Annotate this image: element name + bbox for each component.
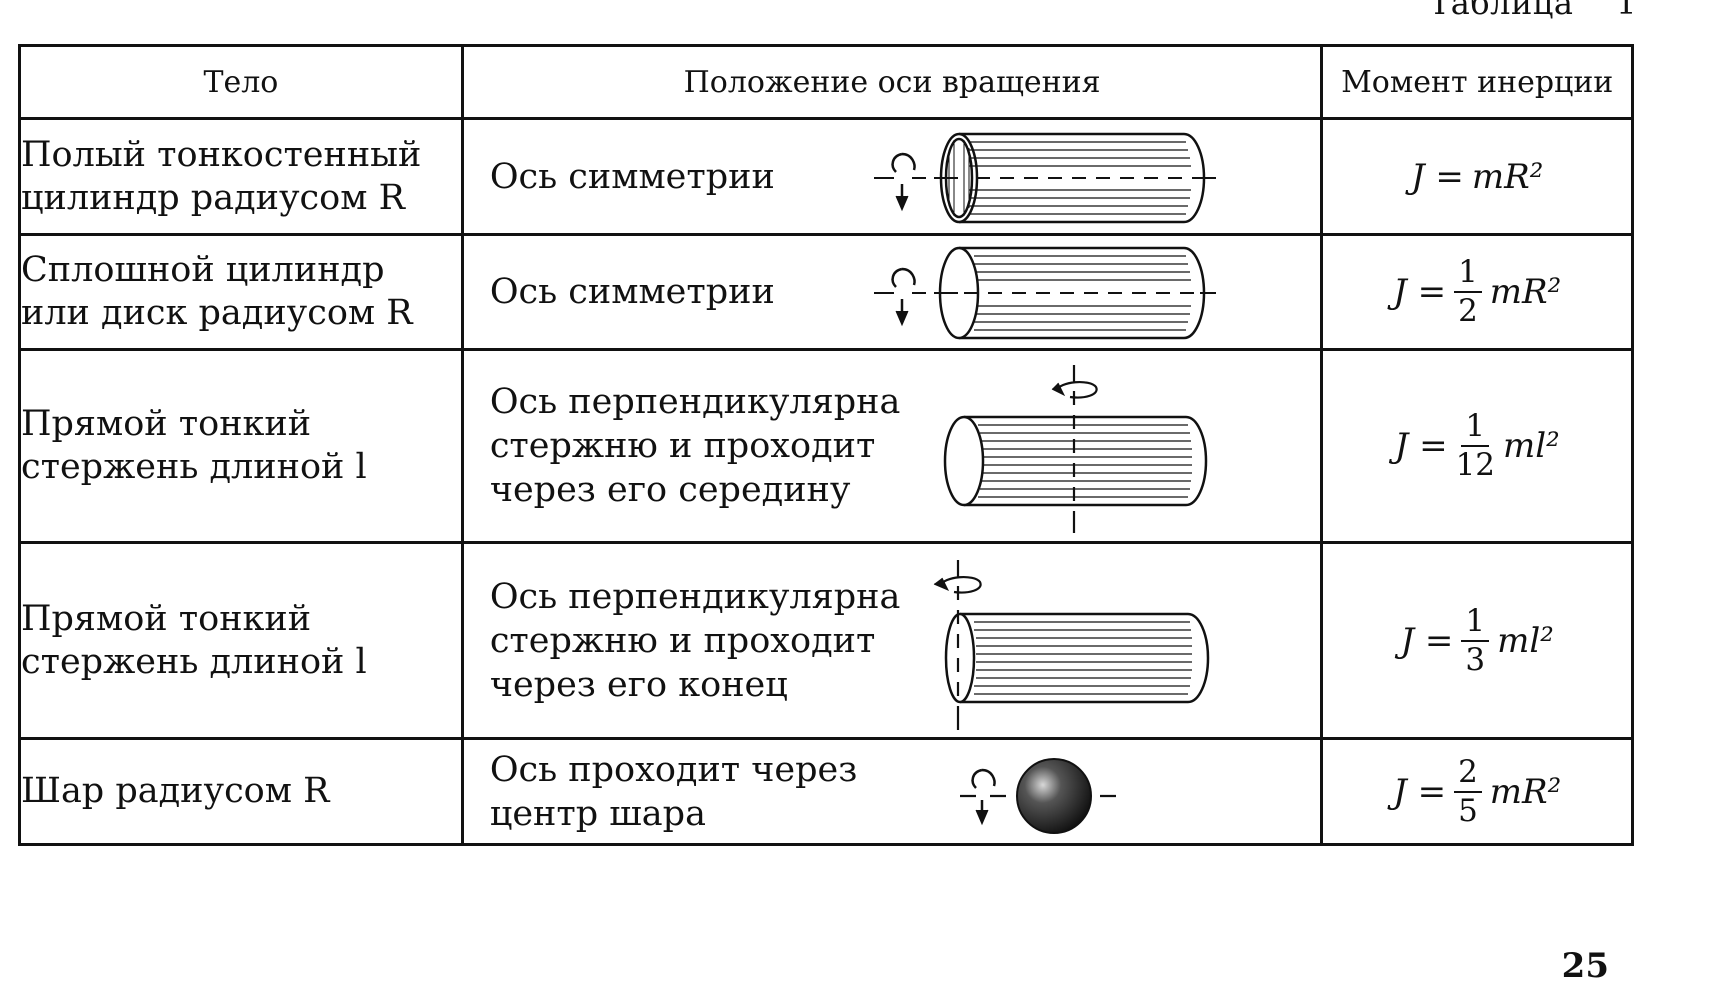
axis-line: центр шара	[489, 793, 706, 834]
formula-rhs: ml²	[1503, 426, 1560, 466]
fraction-denominator: 2	[1458, 293, 1478, 329]
fraction-numerator: 2	[1454, 756, 1482, 793]
formula-rhs: mR²	[1471, 156, 1544, 197]
axis-line: Ось перпендикулярна	[489, 382, 901, 422]
formula-fraction: 1 3	[1461, 605, 1490, 678]
page-number: 25	[1561, 946, 1609, 986]
body-line: Прямой тонкий	[21, 598, 312, 639]
formula-lhs: J =	[1394, 426, 1448, 466]
axis-line: Ось перпендикулярна	[489, 576, 901, 617]
axis-line: Ось симметрии	[489, 156, 775, 197]
body-line: Прямой тонкий	[21, 404, 312, 444]
formula-lhs: J =	[1400, 620, 1454, 661]
formula-lhs: J =	[1393, 272, 1447, 312]
formula-fraction: 2 5	[1454, 756, 1482, 829]
fraction-denominator: 5	[1458, 792, 1478, 829]
formula-fraction: 1 12	[1456, 411, 1495, 481]
formula-rhs: mR²	[1489, 272, 1562, 312]
formula-lhs: J =	[1393, 771, 1447, 812]
axis-line: стержню и проходит	[489, 620, 876, 661]
formula-lhs: J =	[1410, 156, 1464, 197]
sphere-figure	[959, 758, 1116, 834]
fraction-numerator: 1	[1461, 605, 1490, 642]
body-cell: Шар радиусом R	[18, 737, 464, 846]
fraction-denominator: 12	[1455, 447, 1496, 483]
axis-line: стержню и проходит	[489, 426, 876, 466]
axis-line: через его конец	[489, 664, 788, 705]
body-line: Сплошной цилиндр	[21, 250, 385, 290]
table-row: Полый тонкостенный цилиндр радиусом R Ос…	[18, 117, 1634, 236]
rod-middle-axis-figure	[943, 365, 1208, 533]
axis-line: Ось проходит через	[489, 749, 858, 790]
fraction-numerator: 1	[1461, 411, 1490, 447]
axis-line: через его середину	[489, 470, 851, 510]
axis-description: Ось перпендикулярна стержню и проходит ч…	[490, 380, 920, 512]
axis-cell: Ось проходит через центр шара	[460, 737, 1324, 846]
table-row: Шар радиусом R Ось проходит через центр …	[18, 737, 1634, 846]
body-cell: Прямой тонкий стержень длиной l	[18, 348, 464, 544]
body-cell: Прямой тонкий стержень длиной l	[18, 541, 464, 740]
moments-of-inertia-table: Тело Положение оси вращения Момент инерц…	[18, 44, 1634, 846]
formula-rhs: ml²	[1497, 620, 1554, 661]
inertia-cell: J = mR²	[1320, 117, 1634, 236]
inertia-formula: J = 1 3 ml²	[1400, 605, 1554, 678]
fraction-denominator: 3	[1465, 641, 1486, 678]
header-axis: Положение оси вращения	[460, 44, 1324, 120]
header-row: Тело Положение оси вращения Момент инерц…	[18, 44, 1634, 120]
body-line: Полый тонкостенный	[21, 134, 422, 175]
table-row: Прямой тонкий стержень длиной l Ось перп…	[18, 541, 1634, 740]
inertia-cell: J = 1 2 mR²	[1320, 233, 1634, 351]
axis-cell: Ось симметрии	[460, 117, 1324, 236]
axis-cell: Ось перпендикулярна стержню и проходит ч…	[460, 541, 1324, 740]
axis-cell: Ось симметрии	[460, 233, 1324, 351]
axis-description: Ось симметрии	[490, 155, 920, 199]
table-caption: Таблица 1	[1428, 0, 1637, 22]
header-body: Тело	[18, 44, 464, 120]
inertia-cell: J = 1 12 ml²	[1320, 348, 1634, 544]
axis-description: Ось перпендикулярна стержню и проходит ч…	[490, 575, 920, 707]
table-row: Прямой тонкий стержень длиной l Ось перп…	[18, 348, 1634, 544]
body-line: стержень длиной l	[21, 641, 367, 682]
body-line: стержень длиной l	[21, 447, 367, 487]
header-inertia: Момент инерции	[1320, 44, 1634, 120]
inertia-formula: J = 2 5 mR²	[1393, 756, 1562, 829]
body-cell: Сплошной цилиндр или диск радиусом R	[18, 233, 464, 351]
axis-description: Ось симметрии	[490, 270, 920, 314]
inertia-cell: J = 1 3 ml²	[1320, 541, 1634, 740]
axis-description: Ось проходит через центр шара	[490, 748, 920, 836]
formula-rhs: mR²	[1489, 771, 1562, 812]
hollow-cylinder-figure	[873, 132, 1216, 224]
inertia-formula: J = 1 2 mR²	[1393, 257, 1561, 327]
solid-cylinder-figure	[873, 246, 1216, 340]
formula-fraction: 1 2	[1454, 257, 1482, 327]
fraction-numerator: 1	[1454, 257, 1482, 293]
body-line: или диск радиусом R	[21, 293, 413, 333]
body-line: цилиндр радиусом R	[21, 177, 405, 218]
body-line: Шар радиусом R	[21, 771, 330, 811]
inertia-formula: J = mR²	[1411, 157, 1543, 197]
rod-end-axis-figure	[933, 560, 1210, 730]
axis-cell: Ось перпендикулярна стержню и проходит ч…	[460, 348, 1324, 544]
inertia-formula: J = 1 12 ml²	[1395, 411, 1560, 481]
table-row: Сплошной цилиндр или диск радиусом R Ось…	[18, 233, 1634, 351]
body-cell: Полый тонкостенный цилиндр радиусом R	[18, 117, 464, 236]
axis-line: Ось симметрии	[489, 272, 775, 312]
inertia-cell: J = 2 5 mR²	[1320, 737, 1634, 846]
